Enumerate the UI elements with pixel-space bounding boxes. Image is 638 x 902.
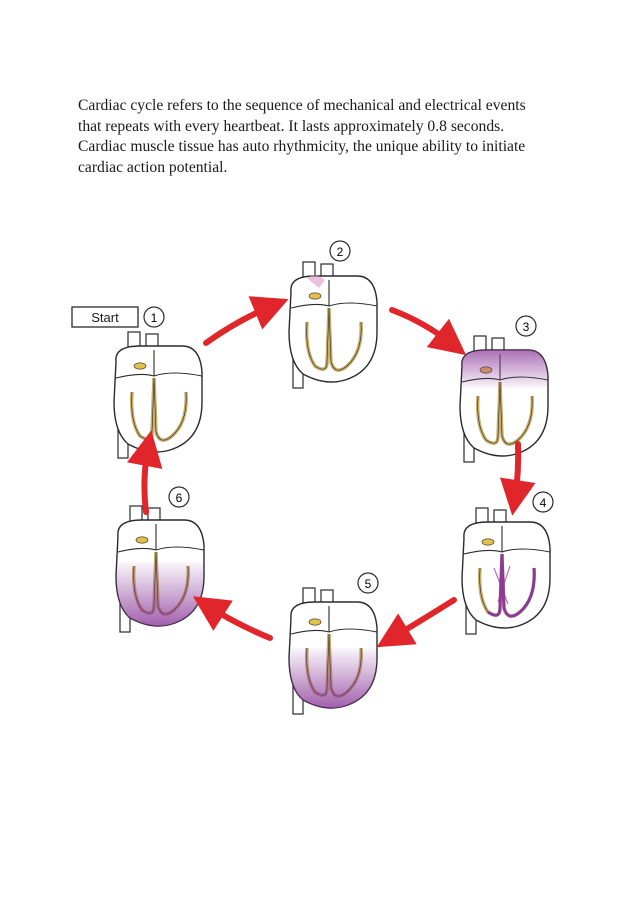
arrow-2-to-3 [389, 307, 467, 356]
step-number-3: 3 [515, 315, 537, 337]
paragraph-cardiac-cycle: Cardiac cycle refers to the sequence of … [78, 97, 526, 135]
heart-step-4 [460, 506, 552, 636]
step-number-1: 1 [143, 306, 165, 328]
arrow-1-to-2 [203, 296, 289, 346]
arrow-6-to-1 [126, 430, 163, 515]
arrow-3-to-4 [499, 441, 536, 516]
start-box [71, 306, 139, 328]
step-number-6: 6 [168, 486, 190, 508]
step-number-5: 5 [357, 572, 379, 594]
svg-text:6: 6 [176, 491, 183, 505]
step-number-2: 2 [329, 240, 351, 262]
svg-text:1: 1 [151, 311, 158, 325]
heart-step-3 [458, 334, 550, 464]
svg-text:4: 4 [540, 496, 547, 510]
body-text: Cardiac cycle refers to the sequence of … [78, 96, 548, 178]
svg-text:2: 2 [337, 245, 344, 259]
arrow-4-to-5 [376, 597, 457, 648]
svg-text:3: 3 [523, 320, 530, 334]
start-label: Start [91, 310, 119, 325]
heart-step-1 [112, 330, 204, 460]
svg-text:5: 5 [365, 577, 372, 591]
paragraph-auto-rhythmicity: Cardiac muscle tissue has auto rhythmici… [78, 138, 526, 176]
heart-step-6 [114, 504, 206, 634]
heart-step-5 [287, 586, 379, 716]
heart-step-2 [287, 260, 379, 390]
step-number-4: 4 [532, 491, 554, 513]
arrow-5-to-6 [192, 596, 273, 641]
